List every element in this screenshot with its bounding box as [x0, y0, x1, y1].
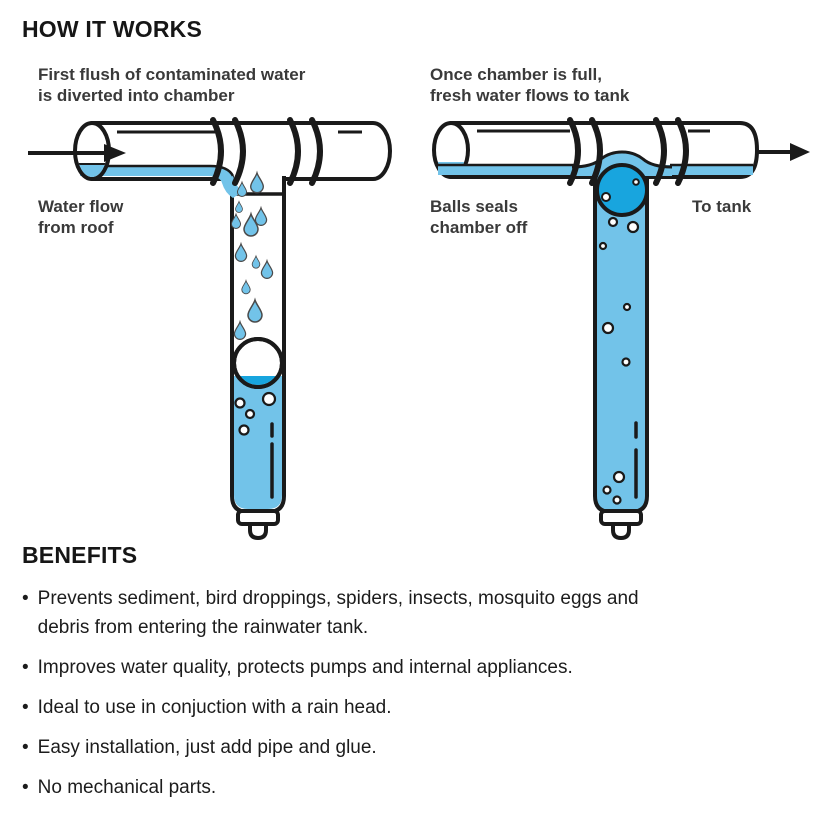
bullet-dot: •	[22, 697, 29, 718]
bottom-cap	[236, 509, 280, 540]
label-line: from roof	[38, 218, 114, 237]
benefit-text: Ideal to use in conjuction with a rain h…	[37, 697, 392, 718]
list-item: • Prevents sediment, bird droppings, spi…	[22, 584, 797, 642]
label-line: chamber off	[430, 218, 528, 237]
benefit-text: Easy installation, just add pipe and glu…	[37, 737, 377, 758]
bullet-dot: •	[22, 588, 29, 609]
list-item: • Easy installation, just add pipe and g…	[22, 733, 797, 762]
caption-line: Once chamber is full,	[430, 65, 602, 84]
ball-waterline	[236, 376, 280, 385]
caption-line: is diverted into chamber	[38, 86, 235, 105]
left-diagram-caption: First flush of contaminated water is div…	[38, 64, 305, 106]
bubbles	[234, 391, 277, 436]
benefit-text: Improves water quality, protects pumps a…	[37, 657, 573, 678]
benefit-text: No mechanical parts.	[37, 777, 217, 798]
benefit-text: Prevents sediment, bird droppings, spide…	[37, 588, 639, 638]
bullet-dot: •	[22, 777, 29, 798]
caption-line: First flush of contaminated water	[38, 65, 306, 84]
seal-ball	[595, 163, 649, 217]
ball-bubbles	[601, 178, 640, 202]
caption-line: fresh water flows to tank	[430, 86, 630, 105]
list-item: • No mechanical parts.	[22, 773, 797, 802]
pipe-collars	[567, 117, 689, 186]
bottom-cap	[599, 509, 643, 540]
pipe-water-surface-line	[80, 164, 235, 177]
diverter-chamber-full	[593, 174, 649, 514]
flow-in-arrow-icon	[28, 144, 126, 162]
bullet-dot: •	[22, 737, 29, 758]
pipe-mouth-water	[77, 163, 107, 177]
diagram-chamber-full	[432, 117, 810, 540]
page-title: HOW IT WORKS	[22, 16, 202, 42]
list-item: • Improves water quality, protects pumps…	[22, 653, 797, 682]
right-diagram-caption: Once chamber is full, fresh water flows …	[430, 64, 629, 106]
bubbles	[598, 216, 640, 505]
list-item: • Ideal to use in conjuction with a rain…	[22, 693, 797, 722]
label-line: Water flow	[38, 197, 124, 216]
label-line: Balls seals	[430, 197, 518, 216]
label-water-flow: Water flow from roof	[38, 196, 123, 238]
pipe-water	[80, 166, 242, 198]
label-to-tank: To tank	[692, 197, 752, 216]
water-bump-surface-line	[571, 150, 673, 169]
chamber-water	[234, 376, 282, 509]
benefits-title: BENEFITS	[22, 542, 138, 568]
label-ball-seals: Balls seals chamber off	[430, 196, 527, 238]
benefits-list: • Prevents sediment, bird droppings, spi…	[22, 584, 797, 813]
diagram-first-flush	[28, 117, 392, 540]
flow-out-arrow-icon	[757, 143, 810, 161]
pipe-collars	[210, 117, 323, 186]
float-ball-outline	[232, 337, 284, 389]
bullet-dot: •	[22, 657, 29, 678]
